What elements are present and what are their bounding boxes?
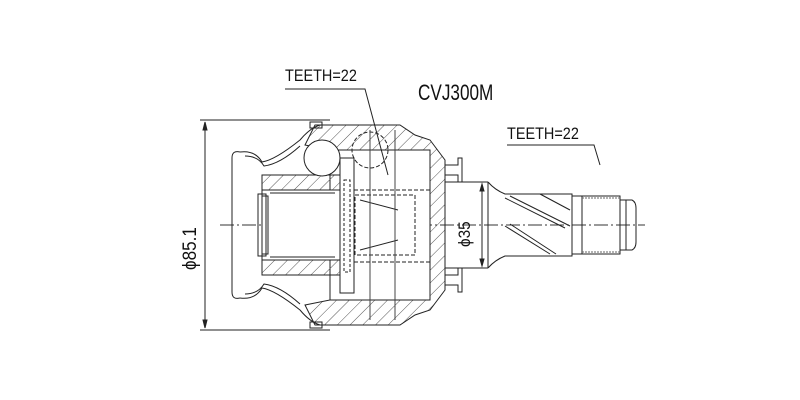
part-number-label: CVJ300M [418, 80, 494, 105]
shaft-diameter-label: ϕ35 [455, 221, 474, 247]
ball [303, 139, 341, 177]
stub-shaft [487, 181, 637, 269]
leader-lines [285, 88, 601, 176]
outer-diameter-label: ϕ85.1 [180, 227, 201, 270]
inner-race [257, 174, 341, 276]
outer-teeth-label: TEETH=22 [507, 124, 579, 143]
flange [445, 157, 488, 293]
inner-teeth-label: TEETH=22 [285, 66, 357, 85]
boot [231, 124, 321, 326]
dimension-outer-diameter [200, 119, 330, 331]
dimension-shaft-diameter [479, 182, 489, 268]
cage [339, 130, 430, 320]
